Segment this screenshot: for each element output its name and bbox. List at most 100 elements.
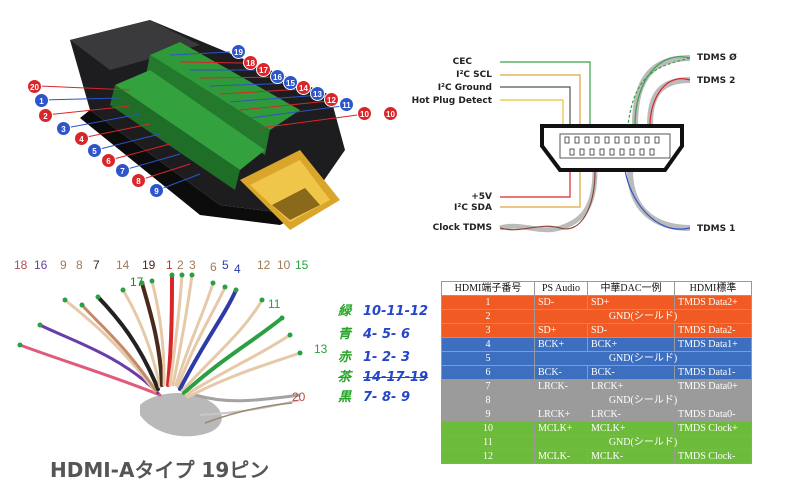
- pin-badge: 8: [131, 173, 146, 188]
- pin-badge: 5: [87, 143, 102, 158]
- pin-number-cell: 8: [441, 393, 535, 408]
- pin-number-cell: 7: [441, 379, 535, 394]
- pin-badge: 10: [383, 106, 398, 121]
- pin-leader-lines: [39, 51, 366, 191]
- ps-audio-cell: BCK-: [534, 365, 588, 380]
- wire-number: 6: [210, 260, 217, 274]
- pin-badge: 7: [115, 163, 130, 178]
- dac-cell: MCLK+: [587, 421, 675, 436]
- hdmi-pinout-diagram: [420, 0, 800, 245]
- col-header-pin: HDMI端子番号: [441, 281, 535, 296]
- wire-number: 11: [268, 297, 281, 311]
- ps-audio-cell: BCK+: [534, 337, 588, 352]
- pin-badge: 12: [324, 92, 339, 107]
- hdmi-standard-cell: TMDS Data1-: [674, 365, 752, 380]
- pin-number-cell: 3: [441, 323, 535, 338]
- pin-badge: 19: [231, 44, 246, 59]
- gnd-shield-cell: GND(シールド): [534, 435, 752, 450]
- tdms-1-label: TDMS 1: [697, 224, 736, 234]
- wire-number: 1: [166, 258, 173, 272]
- pin-number-cell: 12: [441, 449, 535, 464]
- pin-badge: 10: [357, 106, 372, 121]
- hdmi-standard-cell: TMDS Clock-: [674, 449, 752, 464]
- wire-number: 15: [295, 258, 309, 272]
- wire-number: 5: [222, 258, 229, 272]
- pin-badge: 9: [149, 183, 164, 198]
- pin-badge: 13: [310, 86, 325, 101]
- dac-cell: SD+: [587, 295, 675, 310]
- wire-number: 20: [292, 390, 306, 404]
- hdmi-standard-cell: TMDS Data1+: [674, 337, 752, 352]
- hdmi-standard-cell: TMDS Data0+: [674, 379, 752, 394]
- tdms-0-label: TDMS Ø: [697, 53, 737, 63]
- dac-cell: LRCK-: [587, 407, 675, 422]
- ps-audio-cell: LRCK+: [534, 407, 588, 422]
- wire-number: 9: [60, 258, 67, 272]
- ps-audio-cell: SD-: [534, 295, 588, 310]
- pin-number-cell: 10: [441, 421, 535, 436]
- col-header-ps-audio: PS Audio: [534, 281, 588, 296]
- col-header-hdmi-standard: HDMI標準: [674, 281, 752, 296]
- wire-number: 4: [234, 262, 241, 276]
- ps-audio-cell: MCLK+: [534, 421, 588, 436]
- pin-badge: 3: [56, 121, 71, 136]
- wire-number: 16: [34, 258, 48, 272]
- wire-number: 12: [257, 258, 271, 272]
- pin-number-cell: 6: [441, 365, 535, 380]
- gnd-shield-cell: GND(シールド): [534, 309, 752, 324]
- dac-cell: SD-: [587, 323, 675, 338]
- col-header-dac: 中華DAC一例: [587, 281, 675, 296]
- wire-number: 14: [116, 258, 130, 272]
- table-header-row: HDMI端子番号 PS Audio 中華DAC一例 HDMI標準: [441, 281, 752, 296]
- wire-number: 10: [277, 258, 291, 272]
- wire-number: 19: [142, 258, 156, 272]
- dac-cell: BCK-: [587, 365, 675, 380]
- hdmi-standard-cell: TMDS Data2+: [674, 295, 752, 310]
- pin-badge: 2: [38, 108, 53, 123]
- dac-cell: BCK+: [587, 337, 675, 352]
- cable-caption: HDMI-Aタイプ 19ピン: [50, 458, 270, 482]
- pin-number-cell: 9: [441, 407, 535, 422]
- gnd-shield-cell: GND(シールド): [534, 351, 752, 366]
- gnd-shield-cell: GND(シールド): [534, 393, 752, 408]
- pin-number-cell: 5: [441, 351, 535, 366]
- pin-badge: 20: [27, 79, 42, 94]
- wire-number: 18: [14, 258, 28, 272]
- hdmi-standard-cell: TMDS Data0-: [674, 407, 752, 422]
- pin-badge: 11: [339, 97, 354, 112]
- pin-badge: 17: [256, 62, 271, 77]
- pin-badge: 6: [101, 153, 116, 168]
- ps-audio-cell: MCLK-: [534, 449, 588, 464]
- dac-cell: MCLK-: [587, 449, 675, 464]
- pin-number-cell: 4: [441, 337, 535, 352]
- dac-cell: LRCK+: [587, 379, 675, 394]
- pin-number-cell: 2: [441, 309, 535, 324]
- pin-number-cell: 1: [441, 295, 535, 310]
- ps-audio-cell: SD+: [534, 323, 588, 338]
- stripped-cable-image: [17, 272, 303, 437]
- wire-number: 2: [177, 258, 184, 272]
- wire-number: 17: [130, 275, 144, 289]
- hdmi-standard-cell: TMDS Clock+: [674, 421, 752, 436]
- wire-number: 3: [189, 258, 196, 272]
- pin-number-cell: 11: [441, 435, 535, 450]
- pin-badge: 14: [296, 80, 311, 95]
- tdms-2-label: TDMS 2: [697, 76, 736, 86]
